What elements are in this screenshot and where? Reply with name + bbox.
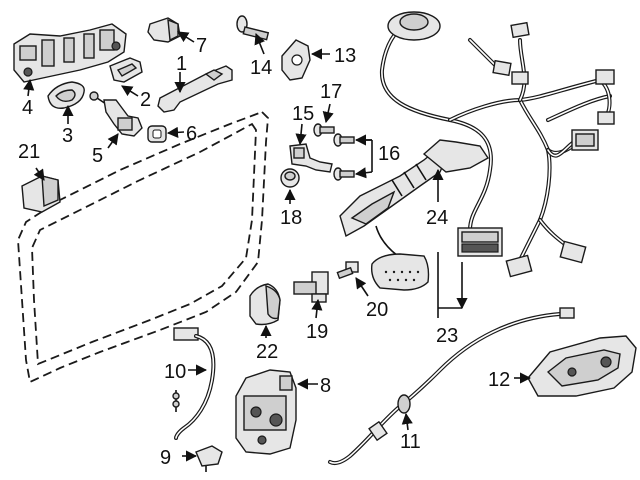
leader-lines <box>23 31 532 462</box>
part-21-block <box>21 175 61 213</box>
part-18-plug <box>280 168 300 188</box>
part-12-inner-handle <box>527 335 637 397</box>
part-24-conduit <box>339 139 490 238</box>
conduit-connector <box>370 225 430 291</box>
part-9-clip <box>195 445 223 472</box>
label-7: 7 <box>196 35 207 57</box>
label-13: 13 <box>334 45 356 67</box>
harness-grommet <box>387 11 441 41</box>
label-1: 1 <box>176 53 187 75</box>
label-4: 4 <box>22 97 33 119</box>
part-16-screws <box>333 133 355 181</box>
part-11-cable <box>328 307 575 466</box>
part-6-seal <box>147 125 167 143</box>
label-2: 2 <box>140 89 151 111</box>
door-outline <box>17 110 269 384</box>
part-17-screw <box>313 123 335 137</box>
label-18: 18 <box>280 207 302 229</box>
part-20-bolt <box>336 261 359 280</box>
part-19-bracket <box>293 271 329 303</box>
part-23-callout <box>437 252 468 318</box>
part-8-latch <box>235 369 297 455</box>
part-3-cap <box>47 81 85 109</box>
part-number-labels: 1 2 3 4 5 6 7 8 9 10 11 12 13 14 15 16 1… <box>18 35 510 469</box>
label-19: 19 <box>306 321 328 343</box>
label-11: 11 <box>400 431 421 453</box>
part-13-plate <box>281 39 311 81</box>
label-5: 5 <box>92 145 103 167</box>
label-24: 24 <box>426 207 448 229</box>
part-1-outer-handle <box>157 65 233 113</box>
harness-connectors <box>457 21 615 278</box>
part-15-bracket <box>289 143 333 173</box>
label-20: 20 <box>366 299 388 321</box>
label-9: 9 <box>160 447 171 469</box>
label-14: 14 <box>250 57 272 79</box>
label-8: 8 <box>320 375 331 397</box>
part-22-cap <box>249 283 281 326</box>
label-3: 3 <box>62 125 73 147</box>
label-16: 16 <box>378 143 400 165</box>
label-10: 10 <box>164 361 186 383</box>
part-7-cap <box>147 17 181 43</box>
label-15: 15 <box>292 103 314 125</box>
part-5-lock-cylinder <box>89 91 143 137</box>
label-22: 22 <box>256 341 278 363</box>
part-4-handle-carrier <box>13 23 127 83</box>
part-10-cable <box>172 327 216 440</box>
label-6: 6 <box>186 123 197 145</box>
part-2-trim <box>109 57 143 83</box>
label-17: 17 <box>320 81 342 103</box>
part-14-bolt <box>236 15 270 41</box>
label-21: 21 <box>18 141 40 163</box>
label-23: 23 <box>436 325 458 347</box>
label-12: 12 <box>488 369 510 391</box>
